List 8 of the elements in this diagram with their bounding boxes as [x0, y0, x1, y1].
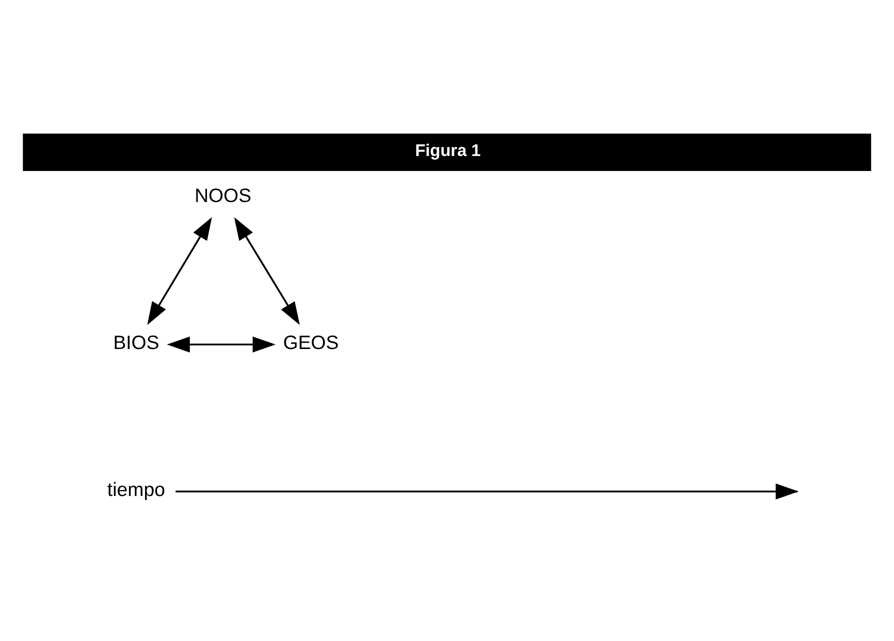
- node-text: tiempo: [107, 480, 166, 501]
- arrow: [147, 216, 212, 324]
- node-text: GEOS: [283, 332, 339, 354]
- diagram-title: Figura 1: [415, 140, 481, 160]
- node-text: NOOS: [194, 186, 252, 207]
- node-text: BIOS: [113, 332, 160, 354]
- arrow: [166, 336, 276, 352]
- arrow: [234, 216, 300, 324]
